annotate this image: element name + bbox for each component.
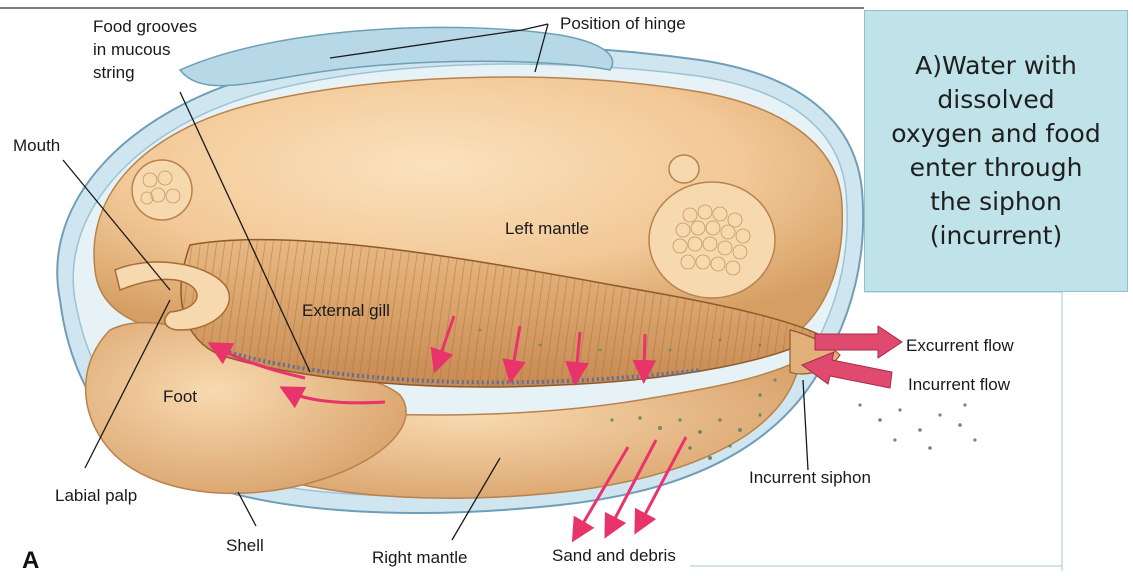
label-shell: Shell [226, 536, 264, 555]
label-external-gill: External gill [302, 301, 390, 320]
label-food-grooves-1: Food grooves [93, 17, 197, 36]
label-incurrent-siphon: Incurrent siphon [749, 468, 871, 487]
label-position-of-hinge: Position of hinge [560, 14, 686, 33]
label-incurrent-flow: Incurrent flow [908, 375, 1011, 394]
label-food-grooves-2: in mucous [93, 40, 170, 59]
label-excurrent-flow: Excurrent flow [906, 336, 1014, 355]
label-sand-and-debris: Sand and debris [552, 546, 676, 565]
label-left-mantle: Left mantle [505, 219, 589, 238]
callout-box: A)Water with dissolved oxygen and food e… [864, 10, 1128, 292]
label-mouth: Mouth [13, 136, 60, 155]
label-food-grooves-3: string [93, 63, 135, 82]
label-labial-palp: Labial palp [55, 486, 137, 505]
muscle-scar-anterior [132, 160, 192, 220]
label-foot: Foot [163, 387, 197, 406]
label-right-mantle: Right mantle [372, 548, 467, 567]
muscle-scar-posterior [649, 182, 775, 298]
muscle-scar-small [669, 155, 699, 183]
